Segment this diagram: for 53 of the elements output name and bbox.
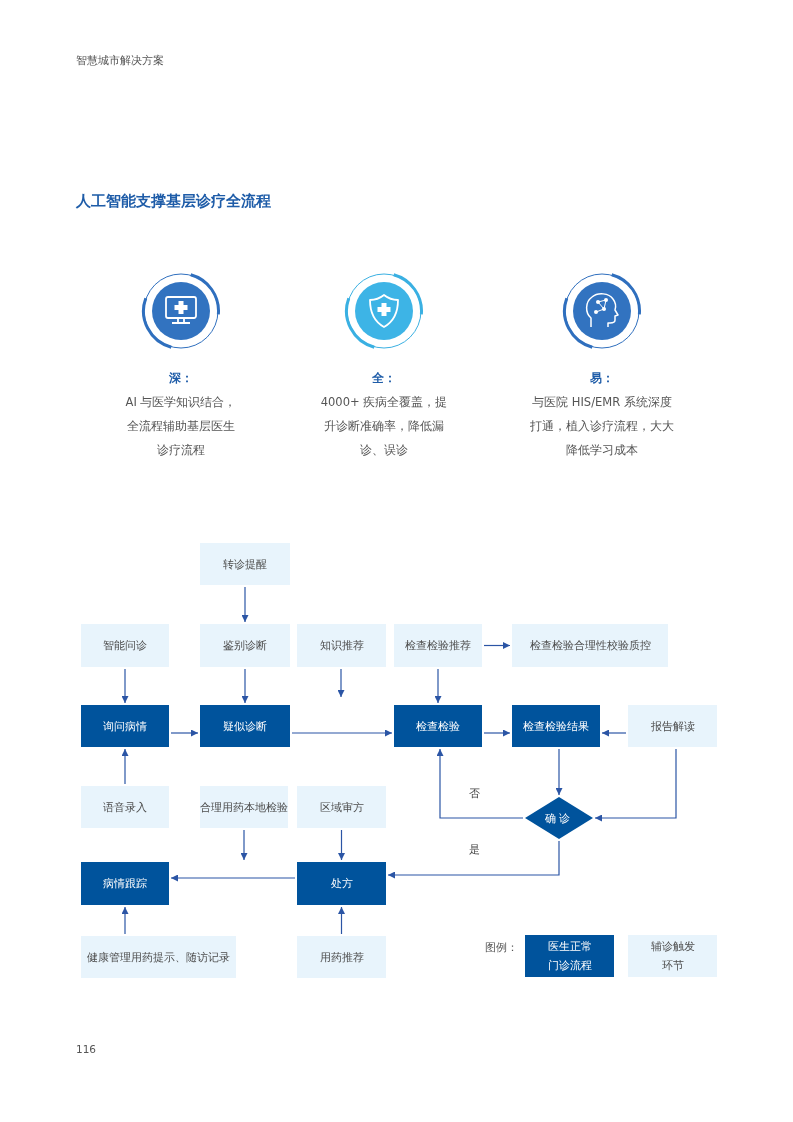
- arrow: [337, 668, 345, 698]
- feature-heading: 深：: [169, 370, 193, 387]
- arrow: [338, 906, 345, 935]
- info-box: 检查检验推荐: [394, 624, 482, 667]
- info-box: 健康管理用药提示、随访记录: [81, 936, 236, 978]
- arrow: [170, 729, 199, 737]
- arrow: [434, 668, 442, 704]
- decision-diamond: 确诊: [525, 797, 593, 839]
- arrow: [170, 874, 296, 882]
- arrow: [483, 729, 511, 737]
- arrow: [121, 748, 129, 785]
- arrow: [555, 748, 563, 796]
- process-box: 处方: [297, 862, 386, 905]
- legend-title: 图例：: [485, 940, 518, 955]
- info-box: 知识推荐: [297, 624, 386, 667]
- info-box: 语音录入: [81, 786, 169, 828]
- feature-text: AI 与医学知识结合，全流程辅助基层医生诊疗流程: [124, 394, 238, 459]
- edge-label: 否: [466, 785, 482, 801]
- feature-heading: 全：: [372, 370, 396, 387]
- edge-label: 是: [466, 841, 482, 857]
- process-box: 疑似诊断: [200, 705, 290, 747]
- feature-text: 4000+ 疾病全覆盖，提升诊断准确率，降低漏诊、误诊: [319, 394, 449, 459]
- arrow: [601, 729, 627, 737]
- page-title: 人工智能支撑基层诊疗全流程: [76, 192, 271, 211]
- arrow: [387, 840, 560, 879]
- info-box: 报告解读: [628, 705, 717, 747]
- info-box: 合理用药本地检验: [200, 786, 288, 828]
- arrow: [436, 748, 524, 819]
- arrow: [338, 829, 345, 861]
- arrow: [291, 729, 393, 737]
- process-box: 检查检验结果: [512, 705, 600, 747]
- arrow: [240, 829, 248, 861]
- info-box: 检查检验合理性校验质控: [512, 624, 668, 667]
- legend-box: 辅诊触发环节: [628, 935, 717, 977]
- page-number: 116: [76, 1042, 97, 1057]
- arrow: [594, 748, 677, 822]
- legend-box: 医生正常门诊流程: [525, 935, 614, 977]
- arrow: [121, 668, 129, 704]
- feature-heading: 易：: [590, 370, 614, 387]
- process-box: 病情跟踪: [81, 862, 169, 905]
- process-box: 询问病情: [81, 705, 169, 747]
- process-box: 检查检验: [394, 705, 482, 747]
- arrow: [241, 668, 249, 704]
- arrow: [121, 906, 129, 935]
- info-box: 区域审方: [297, 786, 386, 828]
- arrow: [483, 642, 511, 649]
- running-header: 智慧城市解决方案: [76, 53, 164, 68]
- arrow: [241, 586, 249, 623]
- info-box: 转诊提醒: [200, 543, 290, 585]
- info-box: 鉴别诊断: [200, 624, 290, 667]
- info-box: 用药推荐: [297, 936, 386, 978]
- info-box: 智能问诊: [81, 624, 169, 667]
- feature-text: 与医院 HIS/EMR 系统深度打通，植入诊疗流程，大大降低学习成本: [529, 394, 675, 459]
